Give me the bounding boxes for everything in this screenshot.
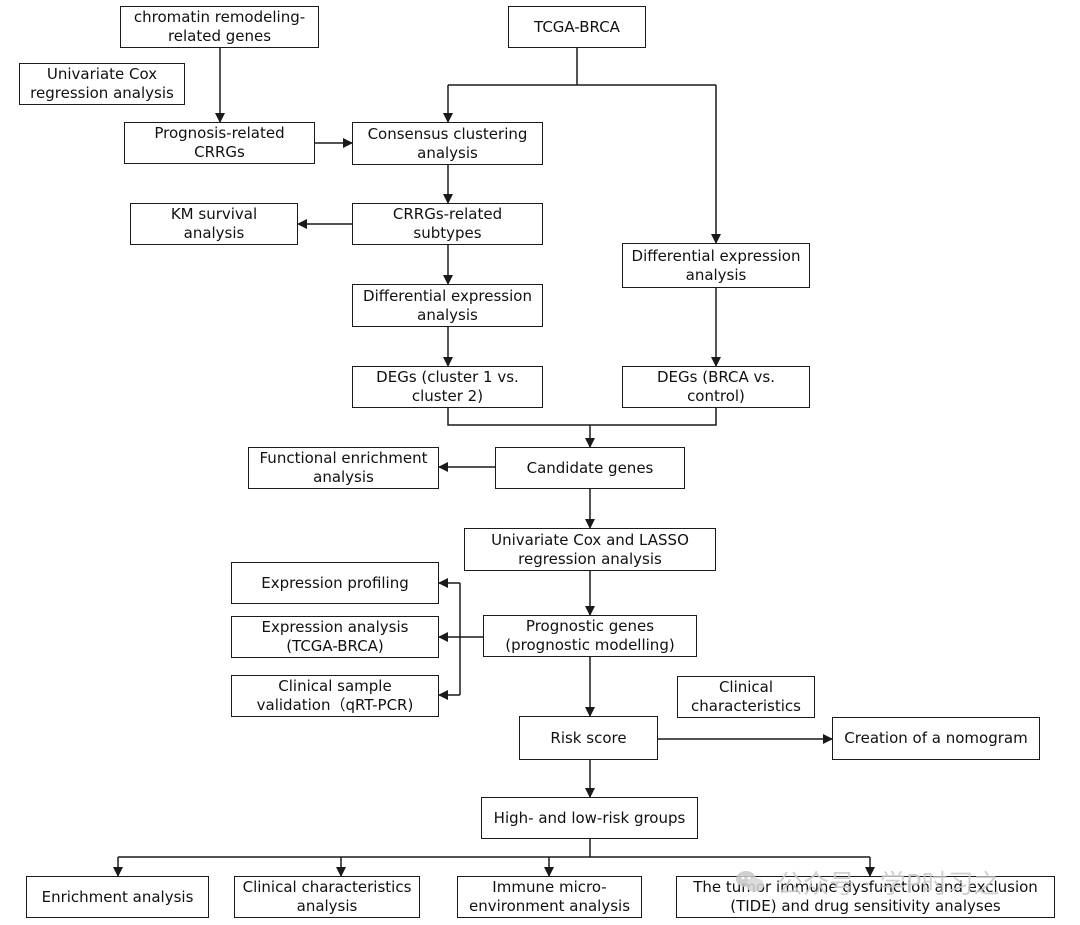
node-risk-groups: High- and low-risk groups (481, 797, 698, 839)
node-consensus-clustering: Consensus clustering analysis (352, 122, 543, 165)
node-clinical-char-analysis: Clinical characteristics analysis (234, 876, 420, 918)
node-clinical-validation: Clinical sample validation（qRT-PCR) (231, 675, 439, 717)
node-functional-enrichment: Functional enrichment analysis (248, 447, 439, 489)
line-merge (447, 408, 717, 426)
node-degs-brca: DEGs (BRCA vs. control) (622, 366, 810, 408)
node-crrgs-subtypes: CRRGs-related subtypes (352, 203, 543, 245)
node-chromatin-genes: chromatin remodeling- related genes (120, 6, 319, 48)
wechat-icon (736, 871, 764, 892)
node-diff-expression-left: Differential expression analysis (352, 284, 543, 327)
node-degs-cluster: DEGs (cluster 1 vs. cluster 2) (352, 366, 543, 408)
node-cox-lasso: Univariate Cox and LASSO regression anal… (464, 528, 716, 571)
node-risk-score: Risk score (519, 716, 658, 760)
node-tide-drug-sensitivity: The tumor immune dysfunction and exclusi… (676, 876, 1055, 918)
node-clinical-characteristics: Clinical characteristics (677, 676, 815, 718)
node-prognosis-crrgs: Prognosis-related CRRGs (124, 122, 315, 164)
watermark-text: 公众号 · 学P时习之 (777, 869, 1000, 900)
node-enrichment-analysis: Enrichment analysis (26, 876, 209, 918)
watermark: 公众号 · 学P时习之 (735, 862, 1055, 902)
node-prognostic-genes: Prognostic genes (prognostic modelling) (483, 615, 697, 657)
node-nomogram: Creation of a nomogram (832, 717, 1040, 760)
node-expression-profiling: Expression profiling (231, 562, 439, 604)
node-candidate-genes: Candidate genes (495, 447, 685, 489)
node-expression-analysis: Expression analysis (TCGA-BRCA) (231, 616, 439, 658)
node-tcga-brca: TCGA-BRCA (508, 6, 646, 48)
node-immune-microenvironment: Immune micro- environment analysis (457, 876, 642, 918)
node-univariate-cox: Univariate Cox regression analysis (19, 63, 185, 105)
node-diff-expression-right: Differential expression analysis (622, 243, 810, 288)
node-km-survival: KM survival analysis (130, 203, 298, 245)
